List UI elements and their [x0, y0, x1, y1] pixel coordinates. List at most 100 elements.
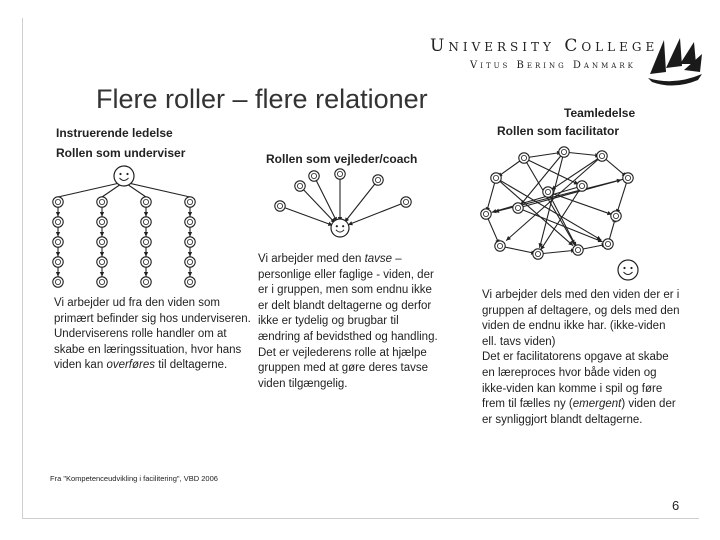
- node-circle-icon: [184, 276, 196, 288]
- node-circle-icon: [140, 196, 152, 208]
- node-circle-icon: [535, 251, 542, 258]
- connector-line: [499, 245, 536, 255]
- node-circle-icon: [99, 199, 106, 206]
- left-heading-2: Rollen som underviser: [56, 146, 186, 160]
- smiley-icon: [630, 266, 633, 270]
- node-circle-icon: [545, 189, 552, 196]
- smiley-icon: [623, 271, 633, 275]
- node-circle-icon: [184, 216, 196, 228]
- node-circle-icon: [480, 208, 492, 220]
- page-number: 6: [672, 498, 680, 513]
- org-name: University College: [430, 36, 659, 56]
- node-circle-icon: [490, 172, 502, 184]
- middle-text-1: Vi arbejder med den tavse – personlige e…: [258, 253, 438, 343]
- node-circle-icon: [308, 170, 320, 182]
- smiley-icon: [330, 218, 350, 238]
- node-circle-icon: [96, 236, 108, 248]
- node-circle-icon: [143, 199, 150, 206]
- arrow-head: [187, 251, 193, 257]
- arrow-head: [99, 251, 105, 257]
- arrow-head: [538, 242, 543, 248]
- node-circle-icon: [186, 279, 193, 286]
- connector-line: [517, 179, 622, 209]
- connector-line: [523, 157, 579, 185]
- node-circle-icon: [99, 259, 106, 266]
- node-circle-icon: [140, 236, 152, 248]
- arrow-head: [540, 244, 545, 250]
- slide-title: Flere roller – flere relationer: [96, 84, 428, 114]
- node-circle-icon: [186, 219, 193, 226]
- node-circle-icon: [494, 240, 506, 252]
- node-circle-icon: [52, 276, 64, 288]
- node-circle-icon: [52, 236, 64, 248]
- arrow-head: [143, 271, 149, 277]
- node-circle-icon: [184, 236, 196, 248]
- node-circle-icon: [542, 186, 554, 198]
- connector-line: [123, 181, 191, 198]
- arrow-head: [347, 221, 353, 226]
- connector-line: [537, 249, 576, 255]
- node-circle-icon: [96, 196, 108, 208]
- smiley-icon: [119, 177, 129, 181]
- node-circle-icon: [496, 243, 503, 250]
- connector-line: [517, 207, 603, 243]
- node-circle-icon: [596, 150, 608, 162]
- arrow-head: [187, 211, 193, 217]
- node-circle-icon: [532, 248, 544, 260]
- arrow-head: [187, 271, 193, 277]
- smiley-icon: [342, 225, 345, 228]
- node-circle-icon: [140, 256, 152, 268]
- connector-line: [299, 185, 336, 224]
- node-circle-icon: [186, 199, 193, 206]
- diagram-vejleder: [274, 168, 412, 238]
- connector-line: [616, 177, 629, 214]
- smiley-icon: [335, 229, 345, 233]
- connector-line: [279, 205, 333, 226]
- node-circle-icon: [54, 219, 61, 226]
- node-circle-icon: [54, 199, 61, 206]
- middle-text-2: Det er vejlederens rolle at hjælpe grupp…: [258, 346, 429, 390]
- node-circle-icon: [143, 219, 150, 226]
- arrow-head: [491, 208, 497, 214]
- arrow-head: [506, 235, 511, 241]
- node-circle-icon: [54, 259, 61, 266]
- node-circle-icon: [143, 239, 150, 246]
- node-circle-icon: [186, 259, 193, 266]
- node-circle-icon: [96, 276, 108, 288]
- node-circle-icon: [400, 196, 412, 208]
- node-circle-icon: [605, 241, 612, 248]
- right-text-1: Vi arbejder dels med den viden der er i …: [482, 289, 680, 348]
- node-circle-icon: [521, 154, 528, 161]
- node-circle-icon: [599, 152, 606, 159]
- node-circle-icon: [402, 199, 409, 206]
- connector-line: [547, 191, 613, 216]
- connector-line: [523, 157, 576, 245]
- diagram-facilitator: [480, 146, 639, 281]
- node-circle-icon: [52, 196, 64, 208]
- node-circle-icon: [311, 173, 318, 179]
- org-subtitle: Vitus Bering Danmark: [470, 60, 636, 71]
- node-circle-icon: [140, 276, 152, 288]
- connector-line: [57, 181, 125, 198]
- arrow-head: [55, 231, 61, 237]
- node-circle-icon: [143, 259, 150, 266]
- smiley-icon: [119, 172, 122, 176]
- connector-line: [523, 151, 562, 159]
- node-circle-icon: [602, 238, 614, 250]
- node-circle-icon: [276, 203, 283, 210]
- node-circle-icon: [99, 239, 106, 246]
- node-circle-icon: [624, 175, 631, 182]
- node-circle-icon: [612, 213, 619, 220]
- node-circle-icon: [96, 216, 108, 228]
- connector-line: [540, 185, 583, 251]
- node-circle-icon: [140, 216, 152, 228]
- node-circle-icon: [518, 152, 530, 164]
- connector-line: [547, 191, 577, 247]
- node-circle-icon: [575, 247, 582, 254]
- node-circle-icon: [372, 174, 384, 186]
- connector-line: [313, 175, 338, 223]
- connector-line: [347, 201, 407, 226]
- node-circle-icon: [375, 176, 382, 183]
- node-circle-icon: [96, 256, 108, 268]
- slide-canvas: [22, 18, 699, 519]
